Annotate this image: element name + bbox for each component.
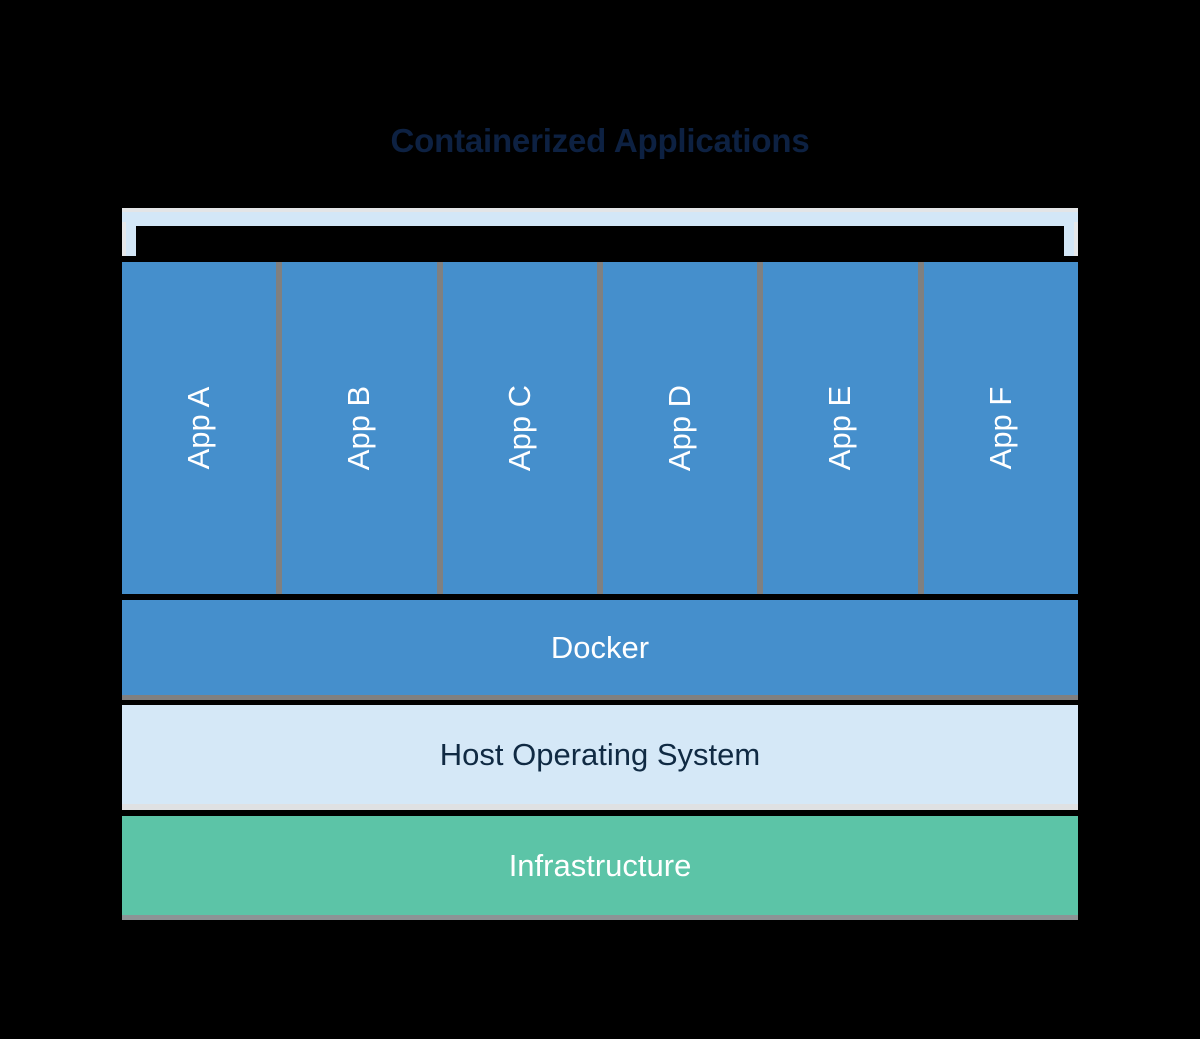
app-label: App E (822, 385, 858, 471)
app-box-a[interactable]: App A (122, 262, 277, 594)
bracket-left-stub (122, 222, 136, 256)
app-box-b[interactable]: App B (282, 262, 437, 594)
app-box-f[interactable]: App F (923, 262, 1078, 594)
page-title: Containerized Applications (390, 122, 810, 159)
app-box-d[interactable]: App D (602, 262, 758, 594)
bracket-top-bar (122, 208, 1078, 226)
app-container-row: App A App B App C App D App E App F (122, 262, 1078, 594)
app-box-e[interactable]: App E (763, 262, 918, 594)
layer-docker[interactable]: Docker (122, 600, 1078, 700)
layer-host-operating-system[interactable]: Host Operating System (122, 705, 1078, 810)
bracket-right-stub (1064, 222, 1078, 256)
containerized-apps-bracket (122, 208, 1078, 256)
app-label: App C (501, 384, 537, 472)
app-label: App F (982, 386, 1018, 470)
app-label: App D (662, 384, 698, 472)
app-box-c[interactable]: App C (442, 262, 597, 594)
app-label: App A (181, 386, 217, 470)
app-label: App B (341, 385, 377, 471)
layer-infrastructure[interactable]: Infrastructure (122, 816, 1078, 920)
